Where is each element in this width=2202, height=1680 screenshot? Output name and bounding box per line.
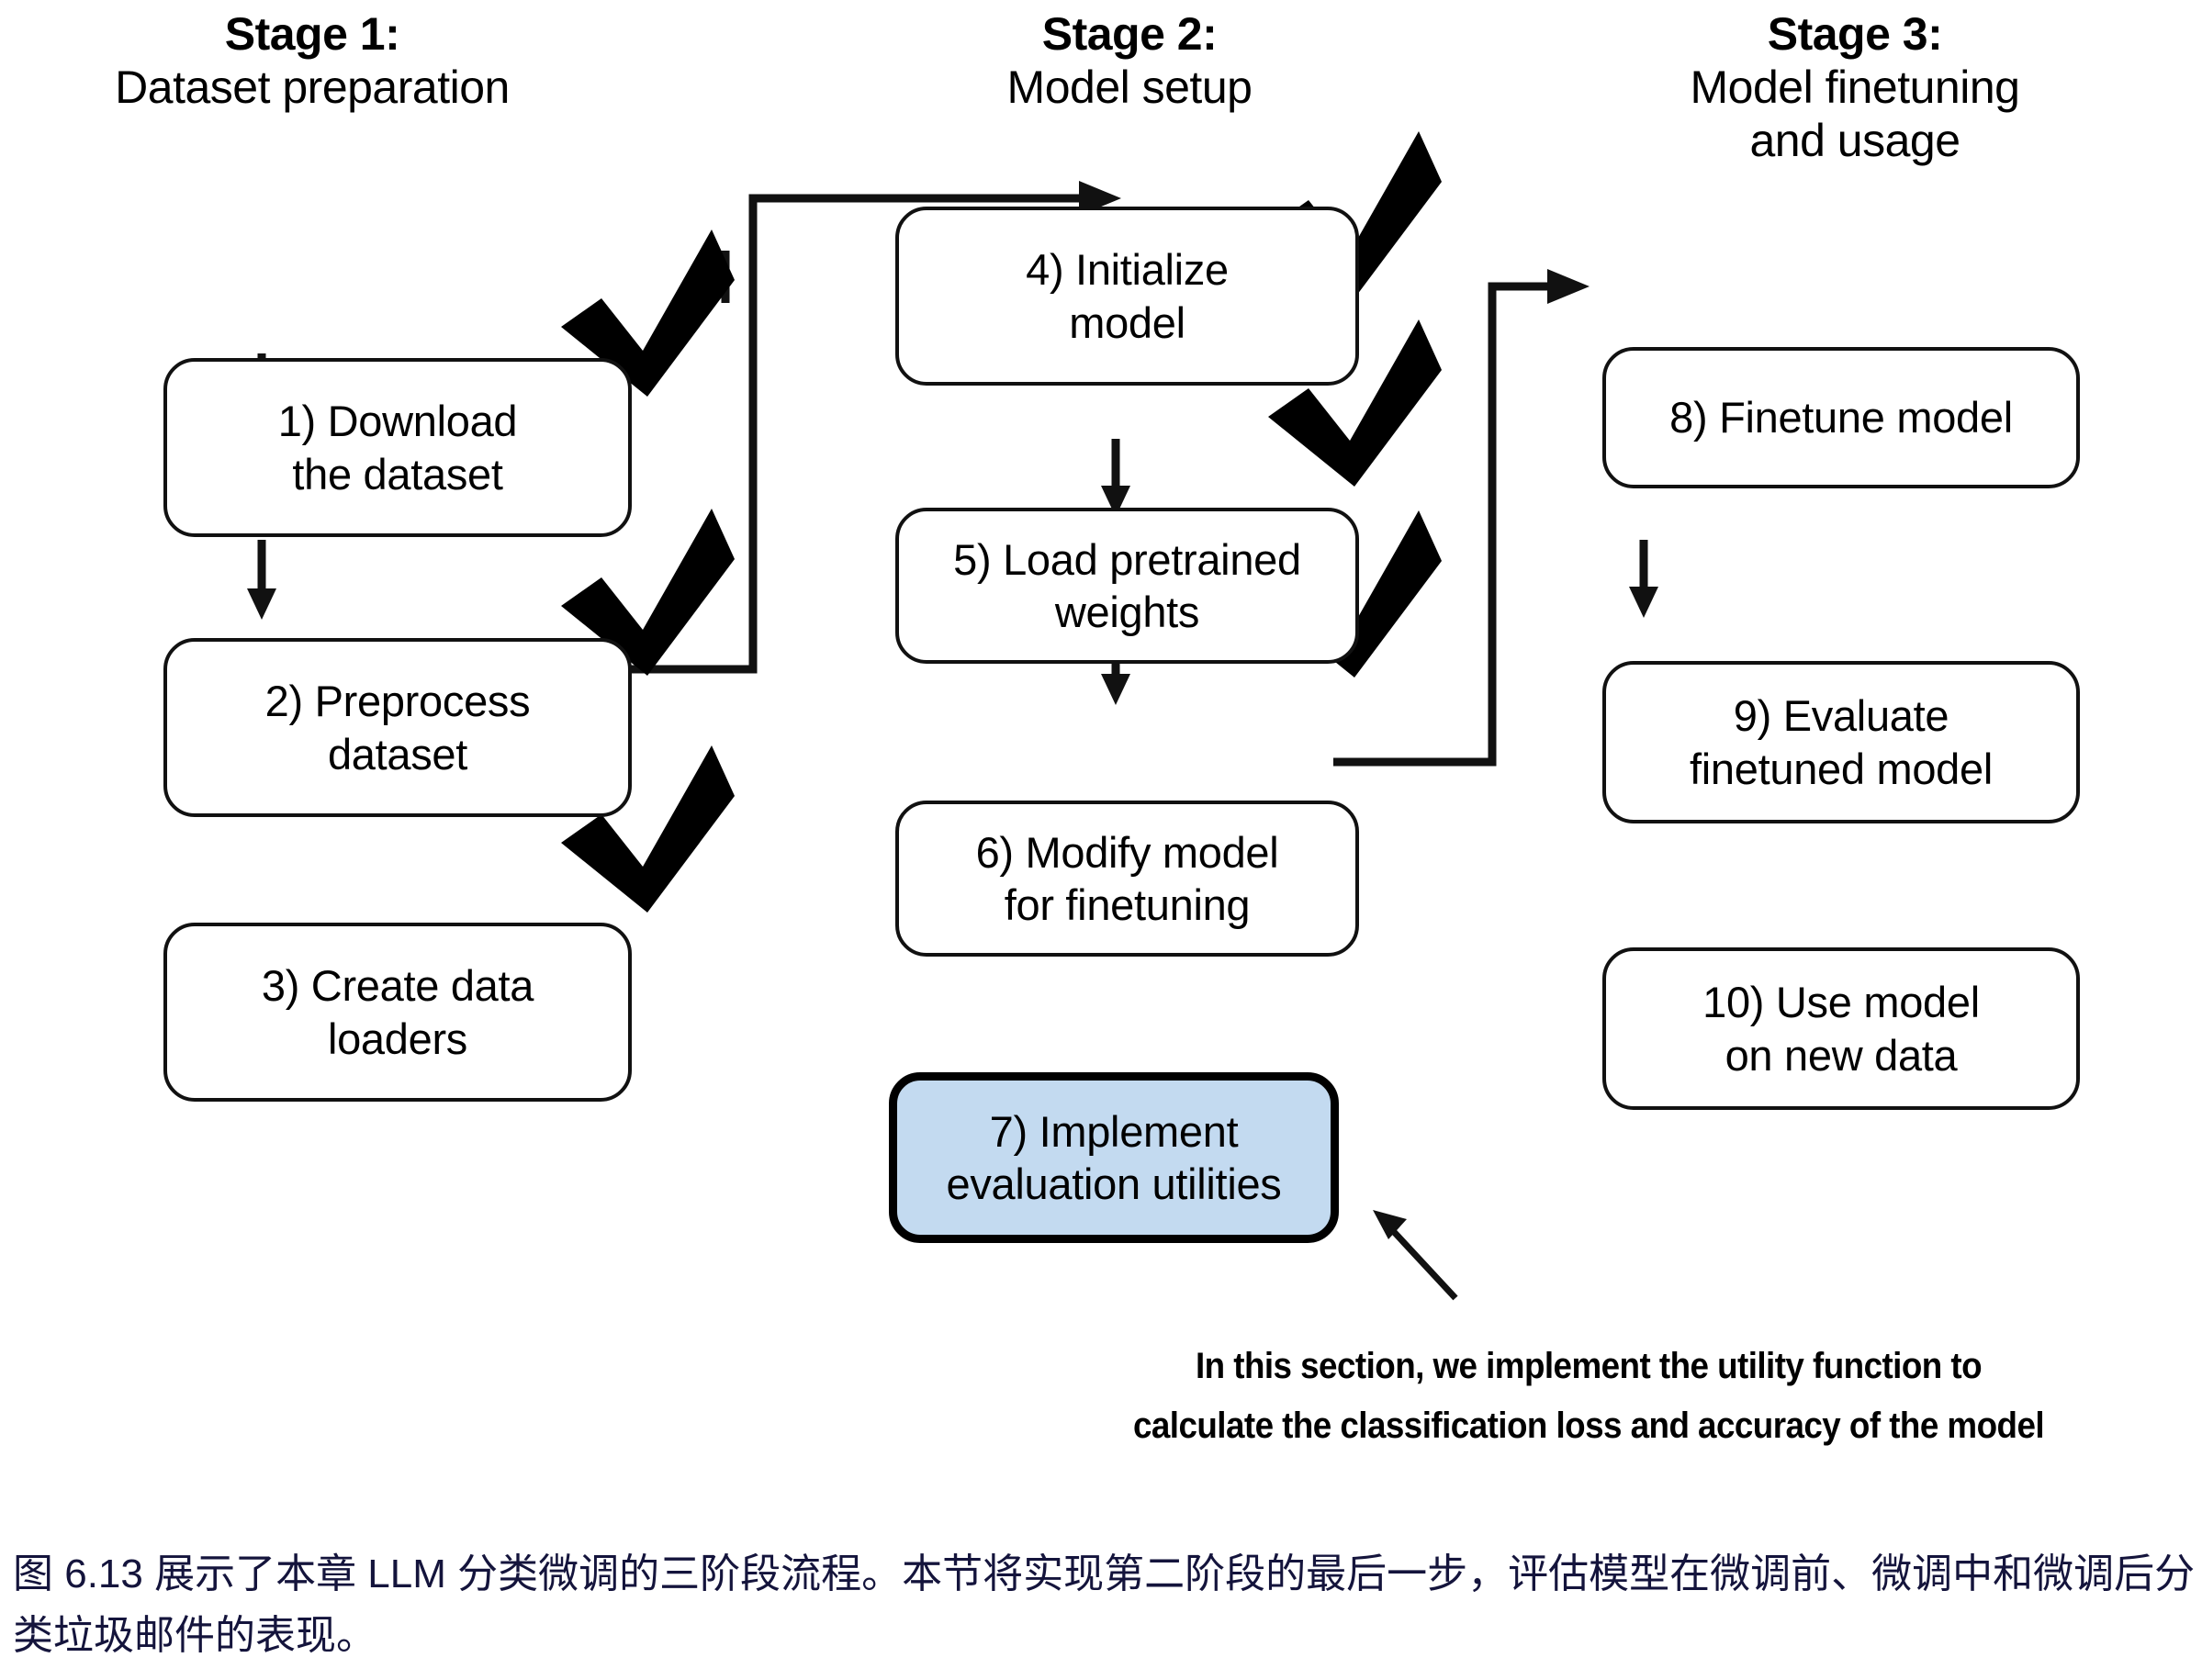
stage-2-subheading: Model setup [1006, 62, 1253, 113]
flow-node-7-implement-evaluation-utilities[interactable]: 7) Implement evaluation utilities [889, 1072, 1339, 1243]
flow-node-5-label: 5) Load pretrained weights [953, 534, 1301, 636]
flow-node-8-label: 8) Finetune model [1669, 393, 2013, 442]
flow-node-8-finetune-model[interactable]: 8) Finetune model [1602, 347, 2080, 488]
stage-2-heading: Stage 2: [1041, 8, 1218, 60]
check-icon-node-5 [1268, 319, 1442, 487]
arrow-node9-to-node10 [1629, 540, 1658, 618]
check-icon-node-1 [561, 230, 735, 397]
section-annotation: In this section, we implement the utilit… [1039, 1337, 2138, 1456]
stage-1-heading: Stage 1: [224, 8, 400, 60]
flow-node-3-label: 3) Create data loaders [261, 961, 534, 1063]
section-annotation-line-1: In this section, we implement the utilit… [1195, 1346, 1983, 1386]
check-icon-node-3 [561, 745, 735, 913]
section-annotation-line-2: calculate the classification loss and ac… [1132, 1405, 2045, 1446]
flow-node-7-label: 7) Implement evaluation utilities [946, 1106, 1282, 1208]
stage-3-heading: Stage 3: [1767, 8, 1943, 60]
stage-1-subheading: Dataset preparation [115, 62, 510, 113]
stage-title-3: Stage 3: Model finetuning and usage [1579, 7, 2130, 167]
stage-title-1: Stage 1: Dataset preparation [37, 7, 588, 114]
flow-node-10-use-model-on-new-data[interactable]: 10) Use model on new data [1602, 947, 2080, 1110]
flow-node-10-label: 10) Use model on new data [1702, 978, 1980, 1080]
flow-node-9-evaluate-finetuned-model[interactable]: 9) Evaluate finetuned model [1602, 661, 2080, 823]
check-icon-node-2 [561, 509, 735, 676]
flow-node-3-create-data-loaders[interactable]: 3) Create data loaders [163, 923, 632, 1102]
annotation-pointer-arrow [1373, 1210, 1458, 1301]
flow-node-6-modify-model-for-finetuning[interactable]: 6) Modify model for finetuning [895, 801, 1359, 957]
stage-3-subheading: Model finetuning and usage [1690, 62, 2020, 166]
flow-node-2-preprocess-dataset[interactable]: 2) Preprocess dataset [163, 638, 632, 817]
flow-node-2-label: 2) Preprocess dataset [264, 677, 531, 778]
flow-node-1-download-dataset[interactable]: 1) Download the dataset [163, 358, 632, 537]
connector-stage2-to-stage3 [1333, 269, 1590, 767]
flow-node-9-label: 9) Evaluate finetuned model [1690, 691, 1993, 793]
flow-node-5-load-pretrained-weights[interactable]: 5) Load pretrained weights [895, 508, 1359, 664]
flow-node-1-label: 1) Download the dataset [277, 397, 518, 498]
flow-node-6-label: 6) Modify model for finetuning [975, 827, 1279, 929]
flow-node-4-label: 4) Initialize model [1026, 245, 1229, 347]
stage-title-2: Stage 2: Model setup [854, 7, 1405, 114]
figure-caption: 图 6.13 展示了本章 LLM 分类微调的三阶段流程。本节将实现第二阶段的最后… [13, 1551, 2196, 1658]
arrow-node5-to-node6 [1101, 439, 1130, 517]
flow-node-4-initialize-model[interactable]: 4) Initialize model [895, 207, 1359, 386]
arrow-node2-to-node3 [247, 540, 276, 620]
